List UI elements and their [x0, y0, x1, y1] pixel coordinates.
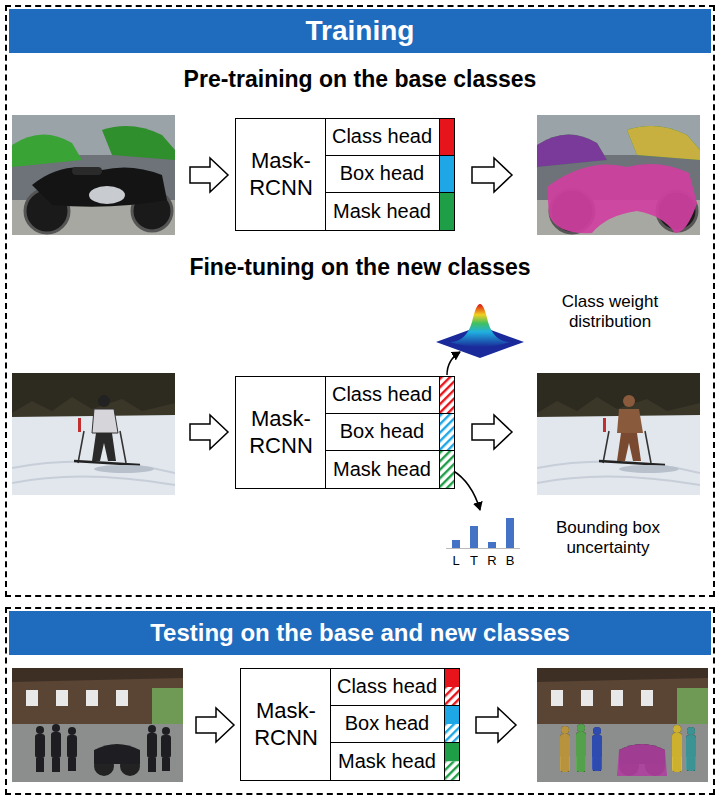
- axis-letter: T: [468, 553, 480, 569]
- panel-heading: Testing on the base and new classes: [150, 619, 570, 647]
- heading-band: Training: [9, 9, 711, 53]
- leader-arrow: [447, 352, 460, 375]
- head-name: Class head: [337, 675, 437, 698]
- head-strip: [439, 119, 454, 155]
- head-name: Mask head: [333, 200, 431, 223]
- head-strip: [439, 156, 454, 192]
- head-box: Class head: [325, 376, 455, 414]
- head-box: Mask head: [325, 192, 455, 231]
- head-box: Class head: [330, 668, 460, 706]
- street-photo: [12, 668, 183, 782]
- model-box: Mask- RCNN Class headBox headMask head: [235, 376, 455, 489]
- head-strip: [439, 451, 454, 488]
- heading-band: Testing on the base and new classes: [9, 611, 711, 655]
- model-name: Mask- RCNN: [244, 698, 328, 751]
- model-name: Mask- RCNN: [239, 406, 323, 459]
- model-label: Mask- RCNN: [236, 119, 326, 230]
- model-box: Mask- RCNN Class headBox headMask head: [235, 118, 455, 231]
- gaussian-surface: [436, 304, 524, 358]
- head-name: Box head: [340, 162, 425, 185]
- head-box: Box head: [325, 413, 455, 451]
- head-name: Class head: [332, 125, 432, 148]
- head-strip: [444, 706, 459, 742]
- head-strip: [439, 414, 454, 450]
- head-box: Mask head: [325, 450, 455, 489]
- head-box: Mask head: [330, 742, 460, 781]
- leader-arrow: [452, 470, 480, 510]
- head-box: Class head: [325, 118, 455, 156]
- model-label: Mask- RCNN: [236, 377, 326, 488]
- callout-label: Class weight distribution: [540, 292, 680, 333]
- section-panel: Testing on the base and new classesMask-…: [5, 607, 715, 795]
- model-box: Mask- RCNN Class headBox headMask head: [240, 668, 460, 781]
- head-box: Box head: [330, 705, 460, 743]
- head-name: Box head: [340, 420, 425, 443]
- section-heading: Pre-training on the base classes: [0, 66, 720, 94]
- motorbike-photo: [12, 115, 175, 235]
- uncertainty-bars: [452, 518, 514, 548]
- head-strip: [439, 193, 454, 230]
- panel-heading: Training: [306, 15, 415, 47]
- head-strip: [444, 669, 459, 705]
- skier-photo: [12, 373, 175, 495]
- section-heading: Fine-tuning on the new classes: [0, 254, 720, 282]
- head-strip: [439, 377, 454, 413]
- callout-label: Bounding box uncertainty: [533, 518, 683, 559]
- model-label: Mask- RCNN: [241, 669, 331, 780]
- axis-letter: L: [450, 553, 462, 569]
- street-segmentation: [537, 668, 708, 782]
- model-name: Mask- RCNN: [239, 148, 323, 201]
- axis-letter: R: [486, 553, 498, 569]
- axis-letter: B: [504, 553, 516, 569]
- motorbike-segmentation: [537, 115, 700, 235]
- head-name: Box head: [345, 712, 430, 735]
- head-name: Mask head: [338, 750, 436, 773]
- head-name: Mask head: [333, 458, 431, 481]
- skier-segmentation: [537, 373, 700, 495]
- head-name: Class head: [332, 383, 432, 406]
- head-box: Box head: [325, 155, 455, 193]
- head-strip: [444, 743, 459, 780]
- bar-baseline: [446, 548, 520, 549]
